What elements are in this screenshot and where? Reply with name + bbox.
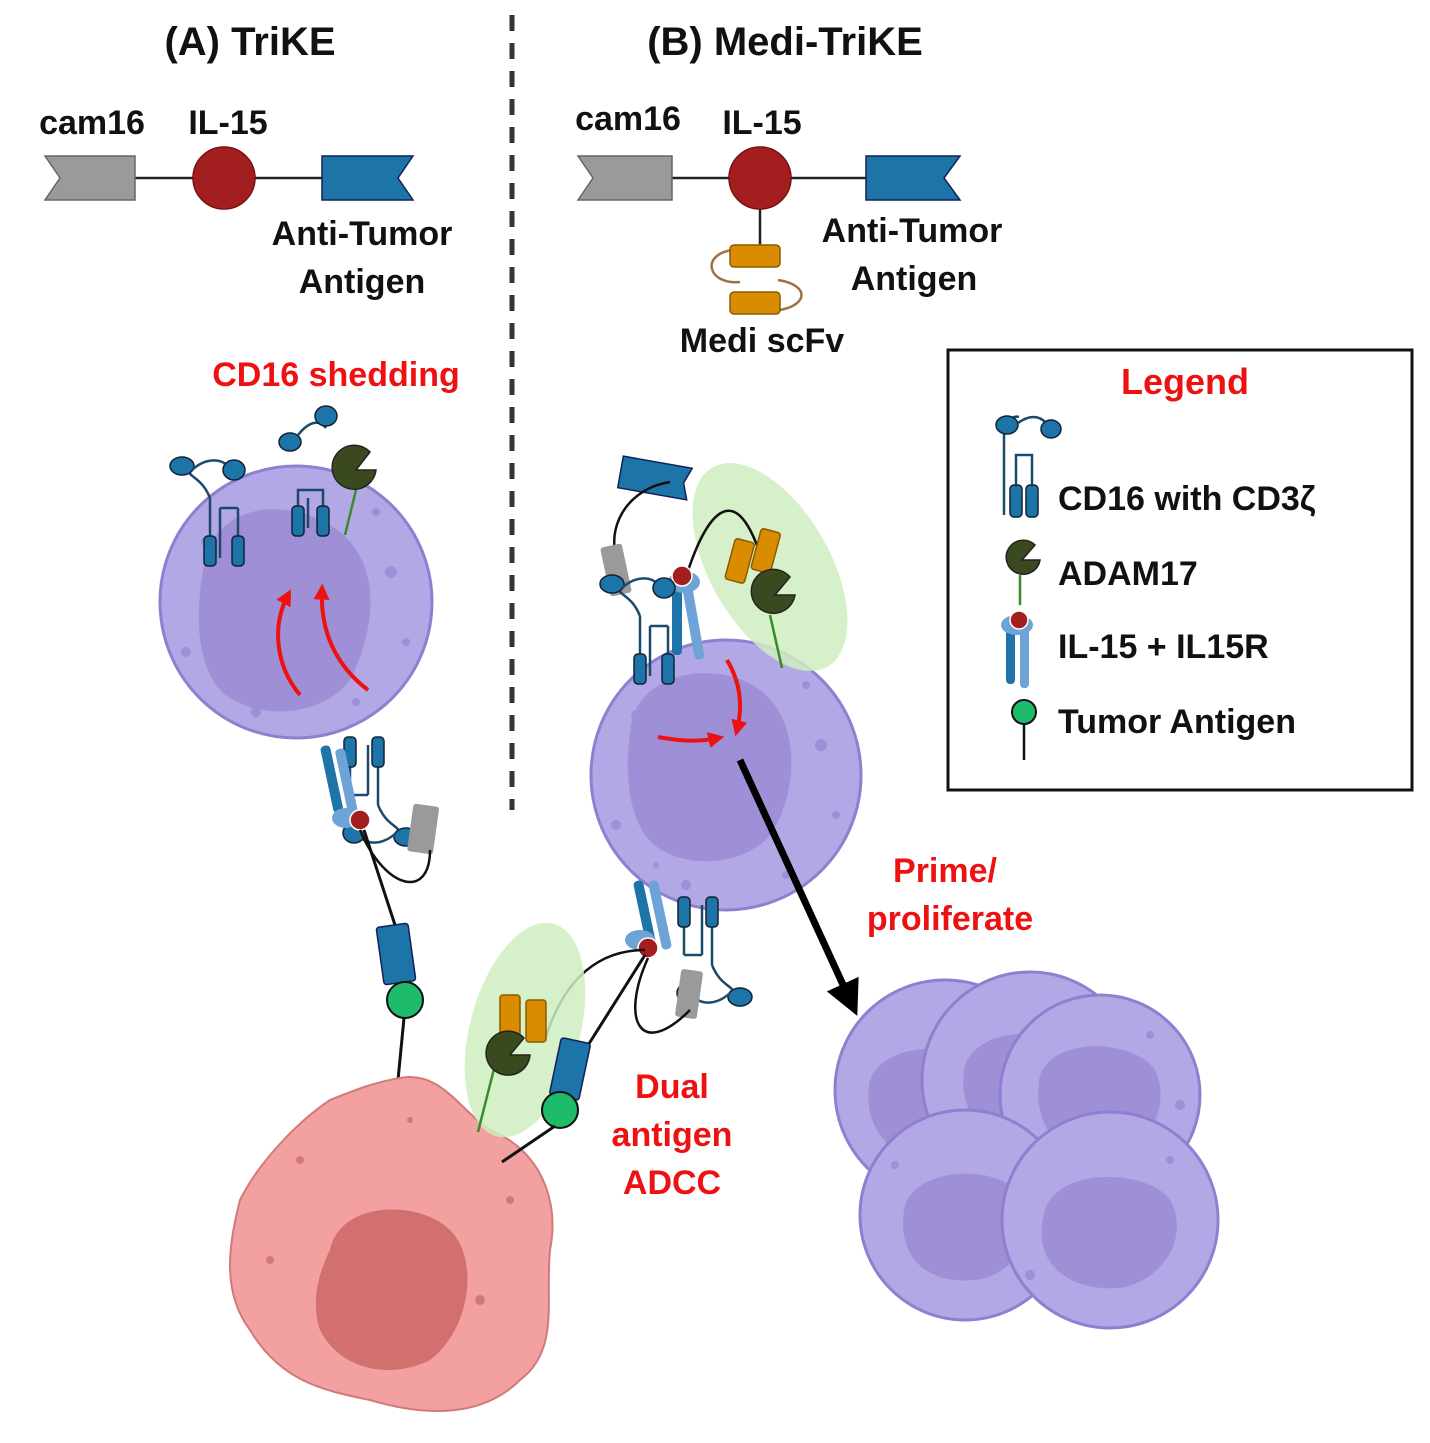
dual-label-3: ADCC [623, 1164, 721, 1202]
cd16-receptor-icon [341, 735, 420, 848]
tumor-antigen-icon [1011, 699, 1037, 760]
panel-b-antigen-label-1: Anti-Tumor [822, 212, 1003, 250]
tumor-antigen-icon [386, 981, 424, 1019]
tumor-cell [229, 1075, 554, 1412]
cd16-cd3z-icon [995, 415, 1062, 518]
panel-b-title: (B) Medi-TriKE [647, 20, 923, 64]
il15-domain-icon [192, 146, 256, 210]
cam16-domain-icon [43, 155, 136, 201]
il15-il15r-complex-icon [320, 745, 371, 831]
legend-item-il15-label: IL-15 + IL15R [1058, 628, 1269, 666]
adam17-icon [750, 568, 796, 669]
il15-domain-icon [728, 146, 792, 210]
medi-scfv-bound-icon [499, 994, 547, 1043]
prime-label-2: proliferate [867, 900, 1033, 938]
legend: Legend CD16 with CD3ζ ADAM17 IL-15 + IL1… [946, 348, 1414, 792]
panel-b-il15-label: IL-15 [722, 104, 801, 142]
cam16-bound-icon [407, 803, 439, 855]
cam16-bound-icon [675, 969, 703, 1019]
dual-label-1: Dual [635, 1068, 709, 1106]
panel-a-il15-label: IL-15 [188, 104, 267, 142]
cd16-receptor-icon [598, 573, 677, 686]
anti-tumor-domain-icon [865, 155, 962, 201]
nk-cell-panel-b [589, 638, 863, 912]
medi-trike-construct [576, 146, 962, 315]
il15-il15r-icon [1001, 610, 1033, 688]
panel-a-cam16-label: cam16 [39, 104, 145, 142]
tumor-antigen-icon [541, 1091, 579, 1129]
anti-tumor-domain-icon [321, 155, 415, 201]
shed-cd16-fragment-icon [278, 405, 338, 452]
cam16-domain-icon [576, 155, 673, 201]
medi-scfv-bound-icon [724, 528, 781, 584]
trike-construct [43, 146, 415, 210]
medi-scfv-icon [710, 244, 803, 315]
panel-a-antigen-label-2: Antigen [299, 263, 426, 301]
panel-a-antigen-label-1: Anti-Tumor [272, 215, 453, 253]
cd16-receptor-cleaved-icon [291, 488, 330, 537]
il15-il15r-complex-icon [668, 565, 705, 660]
anti-tumor-free-icon [616, 455, 694, 501]
proliferated-nk-cells [833, 970, 1220, 1330]
dual-label-2: antigen [612, 1116, 733, 1154]
panel-b-antigen-label-2: Antigen [851, 260, 978, 298]
medi-scfv-label: Medi scFv [680, 322, 844, 360]
cd16-shedding-label: CD16 shedding [212, 356, 459, 394]
legend-title: Legend [1121, 361, 1249, 402]
adam17-icon [1005, 539, 1041, 605]
adam17-icon [476, 1030, 531, 1133]
proliferate-arrow [736, 758, 859, 1016]
anti-tumor-bound-icon [375, 922, 417, 986]
legend-item-antigen-label: Tumor Antigen [1058, 703, 1296, 741]
legend-item-cd16-label: CD16 with CD3ζ [1058, 480, 1316, 518]
adam17-icon [331, 444, 377, 536]
panel-b-cam16-label: cam16 [575, 100, 681, 138]
legend-item-adam17-label: ADAM17 [1058, 555, 1198, 593]
prime-label-1: Prime/ [893, 852, 997, 890]
panel-a-title: (A) TriKE [164, 20, 335, 64]
